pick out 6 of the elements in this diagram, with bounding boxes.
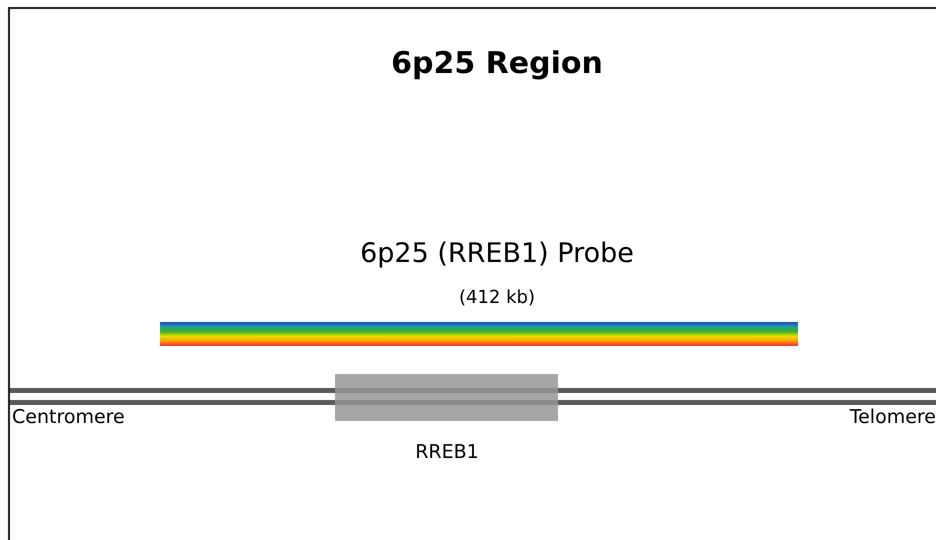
probe-label: 6p25 (RREB1) Probe bbox=[359, 238, 635, 270]
gene-label: RREB1 bbox=[414, 441, 480, 464]
title: 6p25 Region bbox=[390, 46, 604, 81]
centromere-label: Centromere bbox=[12, 406, 125, 429]
probe-size-label: (412 kb) bbox=[458, 287, 536, 309]
telomere-label: Telomere bbox=[850, 406, 936, 429]
